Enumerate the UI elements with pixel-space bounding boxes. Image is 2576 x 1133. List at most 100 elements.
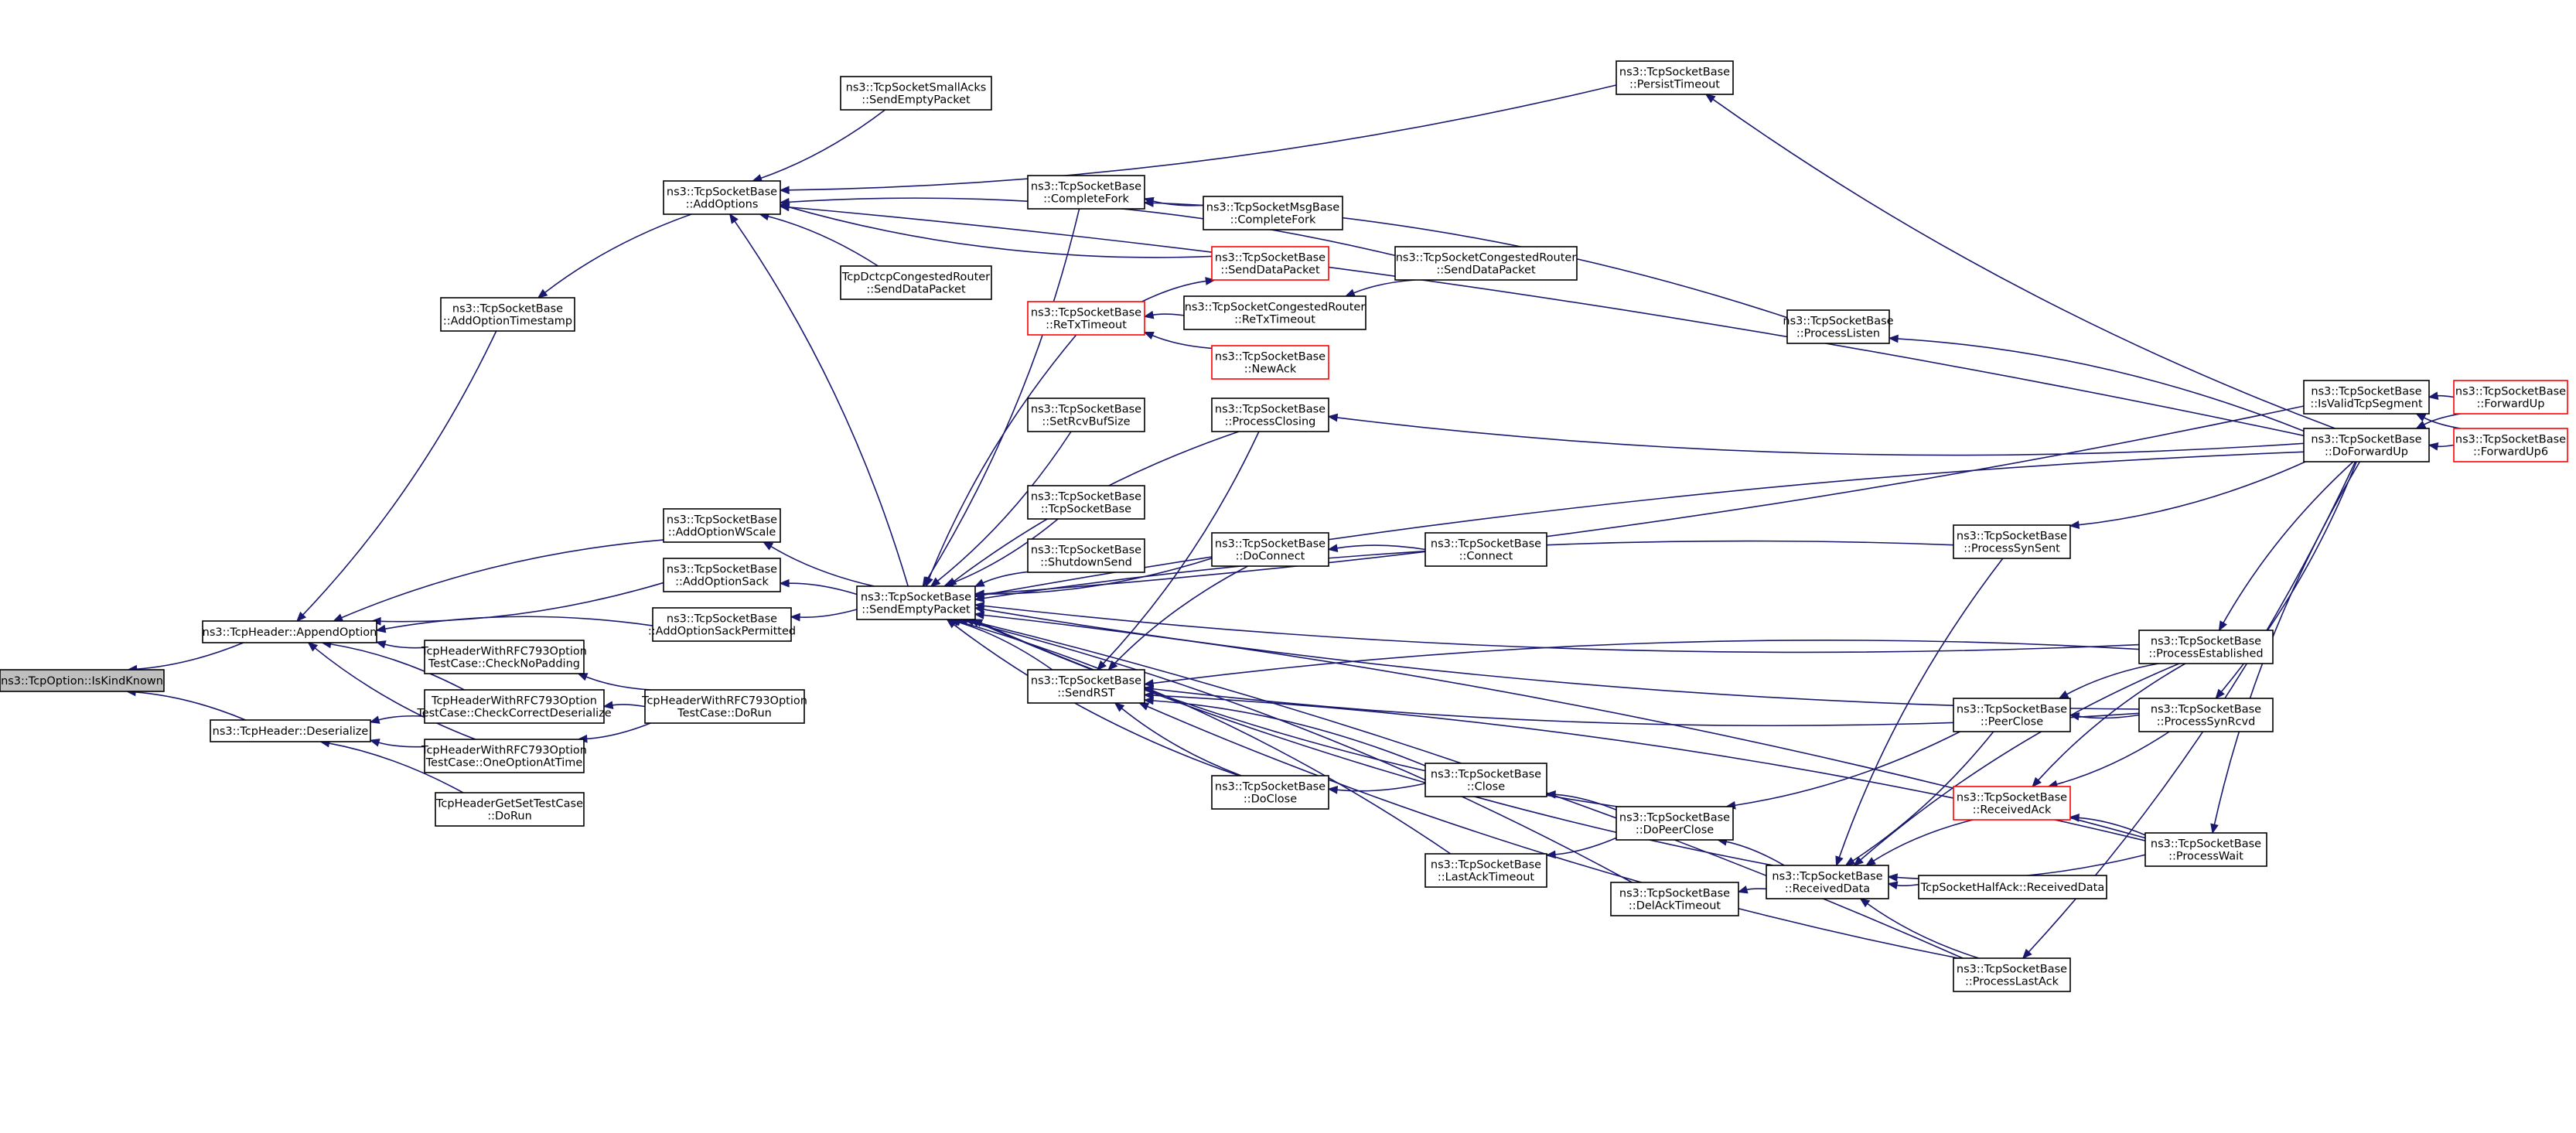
- node-addOptionSack[interactable]: ns3::TcpSocketBase::AddOptionSack: [663, 558, 781, 592]
- node-isKindKnown[interactable]: ns3::TcpOption::IsKindKnown: [0, 669, 165, 692]
- node-processListen[interactable]: ns3::TcpSocketBase::ProcessListen: [1783, 309, 1894, 344]
- node-delAckTimeout[interactable]: ns3::TcpSocketBase::DelAckTimeout: [1610, 882, 1739, 916]
- node-box: [1211, 775, 1329, 810]
- node-congestedReTx[interactable]: ns3::TcpSocketCongestedRouter::ReTxTimeo…: [1183, 295, 1366, 330]
- node-receivedAck[interactable]: ns3::TcpSocketBase::ReceivedAck: [1953, 786, 2071, 821]
- node-newAck[interactable]: ns3::TcpSocketBase::NewAck: [1211, 345, 1329, 380]
- node-doPeerClose[interactable]: ns3::TcpSocketBase::DoPeerClose: [1616, 806, 1734, 841]
- node-close[interactable]: ns3::TcpSocketBase::Close: [1424, 763, 1547, 797]
- node-label: ns3::TcpSocketBase: [1619, 67, 1730, 79]
- node-addOptions[interactable]: ns3::TcpSocketBase::AddOptions: [663, 180, 781, 215]
- node-addOptionTimestamp[interactable]: ns3::TcpSocketBase::AddOptionTimestamp: [440, 297, 575, 332]
- edge-doForwardUp-to-processListen: [1888, 334, 2305, 432]
- node-halfAckReceivedData[interactable]: TcpSocketHalfAck::ReceivedData: [1918, 875, 2107, 899]
- node-appendOption[interactable]: ns3::TcpHeader::AppendOption: [202, 620, 377, 643]
- node-label: ::SendEmptyPacket: [862, 604, 971, 616]
- edge-rfc793DoRun-to-oneOptionAtTime: [577, 722, 651, 743]
- node-label: ::ForwardUp6: [2473, 446, 2548, 459]
- node-label: ::SendEmptyPacket: [862, 94, 971, 107]
- edge-lastAckTimeout-to-sendEmptyPacket: [950, 618, 1452, 855]
- node-checkCorrectDeserialize[interactable]: TcpHeaderWithRFC793OptionTestCase::Check…: [416, 689, 612, 724]
- node-box: [856, 585, 976, 620]
- edge-checkCorrectDeserialize-to-deserialize: [369, 715, 425, 724]
- node-forwardUp[interactable]: ns3::TcpSocketBase::ForwardUp: [2453, 380, 2568, 415]
- node-isValidTcpSegment[interactable]: ns3::TcpSocketBase::IsValidTcpSegment: [2303, 380, 2430, 415]
- node-label: ns3::TcpSocketBase: [1215, 252, 1326, 264]
- node-label: ::AddOptionWScale: [668, 527, 776, 539]
- node-checkNoPadding[interactable]: TcpHeaderWithRFC793OptionTestCase::Check…: [421, 640, 587, 674]
- node-addOptionWScale[interactable]: ns3::TcpSocketBase::AddOptionWScale: [663, 508, 781, 543]
- node-forwardUp6[interactable]: ns3::TcpSocketBase::ForwardUp6: [2453, 428, 2568, 462]
- node-persistTimeout[interactable]: ns3::TcpSocketBase::PersistTimeout: [1616, 60, 1734, 95]
- node-label: ns3::TcpSocketBase: [667, 514, 777, 527]
- edge-doPeerClose-to-close: [1545, 790, 1617, 811]
- node-processSynRcvd[interactable]: ns3::TcpSocketBase::ProcessSynRcvd: [2138, 698, 2274, 732]
- node-shutdownSend[interactable]: ns3::TcpSocketBase::ShutdownSend: [1027, 538, 1145, 573]
- node-label: ::ReTxTimeout: [1046, 319, 1127, 332]
- node-dctcpSendData[interactable]: TcpDctcpCongestedRouter::SendDataPacket: [840, 265, 992, 300]
- node-label: ns3::TcpSocketBase: [2151, 636, 2261, 648]
- edge-processSynSent-to-receivedData: [1835, 558, 2004, 867]
- node-box: [2303, 428, 2430, 462]
- edge-processSynRcvd-to-receivedAck: [2047, 731, 2170, 789]
- node-label: ::DoRun: [487, 811, 532, 823]
- node-label: ::Connect: [1459, 551, 1513, 563]
- node-label: ns3::TcpOption::IsKindKnown: [1, 675, 163, 688]
- node-receivedData[interactable]: ns3::TcpSocketBase::ReceivedData: [1766, 865, 1889, 899]
- node-label: ns3::TcpSocketBase: [1215, 404, 1326, 416]
- node-doConnect[interactable]: ns3::TcpSocketBase::DoConnect: [1211, 532, 1329, 567]
- node-box: [1610, 882, 1739, 916]
- node-box: [1027, 175, 1145, 210]
- edge-congestedReTx-to-reTxTimeout: [1143, 310, 1185, 319]
- edge-doForwardUp-to-sendEmptyPacket: [974, 451, 2305, 599]
- node-reTxTimeout[interactable]: ns3::TcpSocketBase::ReTxTimeout: [1027, 301, 1145, 336]
- edge-processWait-to-receivedAck: [2069, 814, 2146, 836]
- node-getSetDoRun[interactable]: TcpHeaderGetSetTestCase::DoRun: [435, 792, 585, 827]
- node-box: [2144, 832, 2267, 867]
- node-label: ns3::TcpSocketBase: [1031, 307, 1141, 319]
- node-processSynSent[interactable]: ns3::TcpSocketBase::ProcessSynSent: [1953, 524, 2071, 559]
- edge-sendRST-to-sendEmptyPacket: [948, 618, 1053, 671]
- node-box: [1394, 246, 1578, 281]
- edge-receivedData-to-delAckTimeout: [1737, 886, 1767, 894]
- node-smallAcksSend[interactable]: ns3::TcpSocketSmallAcks::SendEmptyPacket: [840, 76, 992, 111]
- node-setRcvBufSize[interactable]: ns3::TcpSocketBase::SetRcvBufSize: [1027, 398, 1145, 432]
- node-processEstablished[interactable]: ns3::TcpSocketBase::ProcessEstablished: [2138, 630, 2274, 664]
- node-label: ::DoPeerClose: [1636, 824, 1714, 837]
- edge-addOptionWScale-to-appendOption: [332, 539, 664, 622]
- edge-close-to-sendRST: [1143, 696, 1426, 766]
- node-doForwardUp[interactable]: ns3::TcpSocketBase::DoForwardUp: [2303, 428, 2430, 462]
- edge-doForwardUp-to-processSynRcvd: [2215, 461, 2357, 700]
- node-sendDataPacket[interactable]: ns3::TcpSocketBase::SendDataPacket: [1211, 246, 1329, 281]
- node-sendEmptyPacket[interactable]: ns3::TcpSocketBase::SendEmptyPacket: [856, 585, 976, 620]
- node-congestedSendData[interactable]: ns3::TcpSocketCongestedRouter::SendDataP…: [1394, 246, 1578, 281]
- edge-close-to-doClose: [1327, 783, 1426, 794]
- node-oneOptionAtTime[interactable]: TcpHeaderWithRFC793OptionTestCase::OneOp…: [421, 739, 587, 773]
- node-deserialize[interactable]: ns3::TcpHeader::Deserialize: [210, 719, 371, 742]
- node-processLastAck[interactable]: ns3::TcpSocketBase::ProcessLastAck: [1953, 957, 2071, 992]
- node-lastAckTimeout[interactable]: ns3::TcpSocketBase::LastAckTimeout: [1424, 853, 1547, 888]
- node-peerClose[interactable]: ns3::TcpSocketBase::PeerClose: [1953, 698, 2071, 732]
- node-sendRST[interactable]: ns3::TcpSocketBase::SendRST: [1027, 669, 1145, 704]
- node-label: ::ProcessSynSent: [1964, 543, 2060, 555]
- node-box: [663, 180, 781, 215]
- node-addOptionSackPermitted[interactable]: ns3::TcpSocketBase::AddOptionSackPermitt…: [648, 607, 796, 642]
- node-completeFork[interactable]: ns3::TcpSocketBase::CompleteFork: [1027, 175, 1145, 210]
- node-label: ns3::TcpSocketBase: [2151, 704, 2261, 716]
- node-label: ns3::TcpSocketBase: [1031, 544, 1141, 557]
- node-processClosing[interactable]: ns3::TcpSocketBase::ProcessClosing: [1211, 398, 1329, 432]
- node-label: ::Close: [1467, 781, 1505, 793]
- node-label: ns3::TcpSocketBase: [1783, 316, 1893, 328]
- node-box: [2453, 380, 2568, 415]
- node-label: ns3::TcpHeader::AppendOption: [203, 626, 377, 639]
- edge-doForwardUp-to-processClosing: [1327, 413, 2305, 456]
- node-connect[interactable]: ns3::TcpSocketBase::Connect: [1424, 532, 1547, 567]
- node-doClose[interactable]: ns3::TcpSocketBase::DoClose: [1211, 775, 1329, 810]
- node-processWait[interactable]: ns3::TcpSocketBase::ProcessWait: [2144, 832, 2267, 867]
- node-label: ::SetRcvBufSize: [1042, 416, 1130, 428]
- edge-sendEmptyPacket-to-addOptionSackPermitted: [790, 609, 858, 622]
- edges-layer: [125, 84, 2461, 960]
- node-tcpSocketBaseCtor[interactable]: ns3::TcpSocketBase::TcpSocketBase: [1027, 485, 1145, 520]
- node-msgBaseCompleteFork[interactable]: ns3::TcpSocketMsgBase::CompleteFork: [1203, 196, 1343, 230]
